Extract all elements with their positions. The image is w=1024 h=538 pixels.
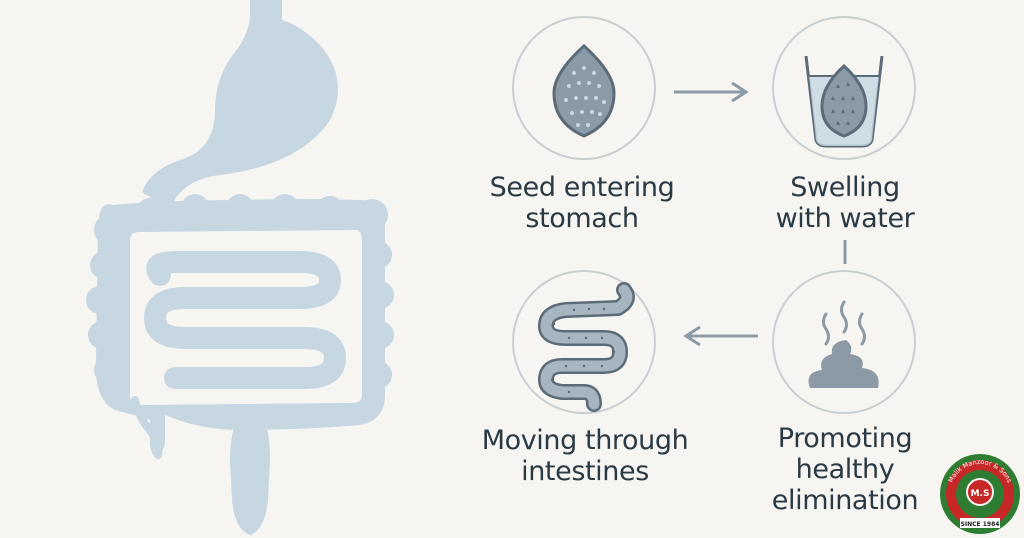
step-1-circle [512,16,656,160]
intestine-icon [538,282,635,412]
digestive-tract-icon [86,0,394,535]
stool-icon [808,300,879,388]
step-4-label-line1: Promoting [777,423,913,454]
digestive-tract-illustration [86,0,394,535]
badge-since: SINCE 1984 [961,521,1000,528]
step-3-circle [512,270,656,414]
water-glass-seed-icon [804,55,884,148]
badge-monogram: M.S [971,489,990,499]
step-4-label-line2: healthy [795,454,895,485]
step-4-circle [772,270,916,414]
arrow-left-icon [683,325,758,347]
step-3-label-line2: intestines [521,456,649,487]
step-2-label-line2: with water [775,203,915,234]
step-2-label-line1: Swelling [790,172,900,203]
step-1-label-line2: stomach [525,203,639,234]
connector-down-icon [843,240,847,264]
step-2-circle [772,16,916,160]
step-1-label: Seed entering stomach [467,172,697,234]
seed-icon [552,43,616,138]
step-1-label-line1: Seed entering [489,172,675,203]
step-4-label: Promoting healthy elimination [730,423,960,516]
brand-badge-logo: M.S Malik Manzoor & Sons SINCE 1984 [940,454,1020,534]
step-2-label: Swelling with water [730,172,960,234]
step-3-label: Moving through intestines [470,425,700,487]
step-4-label-line3: elimination [771,485,919,516]
arrow-right-icon [674,81,749,103]
step-3-label-line1: Moving through [481,425,689,456]
